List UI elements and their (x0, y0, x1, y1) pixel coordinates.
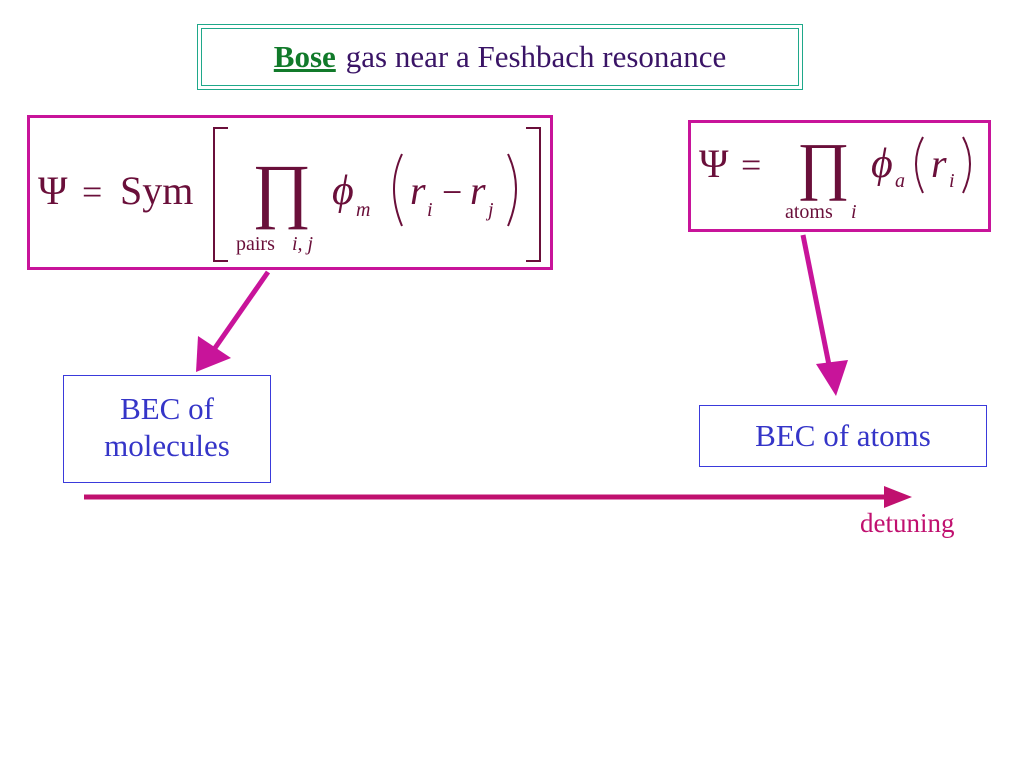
detuning-label: detuning (860, 508, 955, 538)
arrow-to-atoms-head (816, 360, 848, 396)
bec-molecules-line2: molecules (104, 428, 230, 464)
product-subscript-pairs: pairs (236, 233, 275, 255)
title-rest: gas near a Feshbach resonance (345, 39, 727, 74)
arrow-to-atoms-shaft (800, 234, 833, 371)
psi-symbol: Ψ (699, 141, 729, 186)
product-subscript-ij: i, j (292, 233, 314, 255)
subscript-j: j (485, 199, 494, 221)
right-bracket (526, 127, 541, 262)
subscript-i: i (949, 170, 955, 192)
r-symbol-2: r (470, 168, 486, 213)
phi-subscript-a: a (895, 170, 905, 192)
bec-molecules-line1: BEC of (120, 391, 214, 426)
phi-symbol: ϕ (871, 141, 893, 187)
bec-molecules-box: BEC of molecules (63, 375, 271, 483)
title-bose-word: Bose (273, 39, 336, 74)
atom-wavefunction-box: Ψ = ∏ atoms i ϕ a r i (688, 120, 991, 232)
bec-atoms-label: BEC of atoms (755, 418, 931, 454)
product-symbol: ∏ (797, 130, 850, 201)
minus-sign: − (442, 172, 462, 212)
subscript-i: i (427, 199, 433, 221)
phi-subscript-m: m (356, 199, 370, 221)
product-subscript-atoms: atoms (785, 201, 833, 223)
left-paren (393, 153, 403, 227)
phi-symbol: ϕ (332, 168, 354, 214)
left-paren (915, 136, 924, 194)
molecule-wavefunction-box: Ψ = Sym ∏ pairs i, j ϕ m r i − r j (27, 115, 553, 270)
r-symbol-1: r (410, 168, 426, 213)
equals-sign: = (741, 145, 761, 185)
bec-atoms-box: BEC of atoms (699, 405, 987, 467)
title-box: Bose gas near a Feshbach resonance (197, 24, 803, 90)
product-symbol: ∏ (252, 150, 311, 230)
arrow-to-molecules-head (196, 336, 231, 372)
right-paren (962, 136, 971, 194)
sym-operator: Sym (120, 168, 193, 213)
arrow-to-molecules-shaft (212, 270, 271, 350)
psi-symbol: Ψ (38, 168, 68, 213)
r-symbol: r (931, 141, 947, 186)
left-bracket (213, 127, 228, 262)
equals-sign: = (82, 172, 102, 212)
title-text: Bose gas near a Feshbach resonance (201, 28, 799, 86)
product-subscript-i: i (851, 201, 857, 223)
atom-wavefunction-formula: Ψ = ∏ atoms i ϕ a r i (699, 130, 971, 223)
right-paren (507, 153, 517, 227)
molecule-wavefunction-formula: Ψ = Sym ∏ pairs i, j ϕ m r i − r j (38, 127, 541, 262)
detuning-axis-arrowhead (884, 486, 912, 508)
